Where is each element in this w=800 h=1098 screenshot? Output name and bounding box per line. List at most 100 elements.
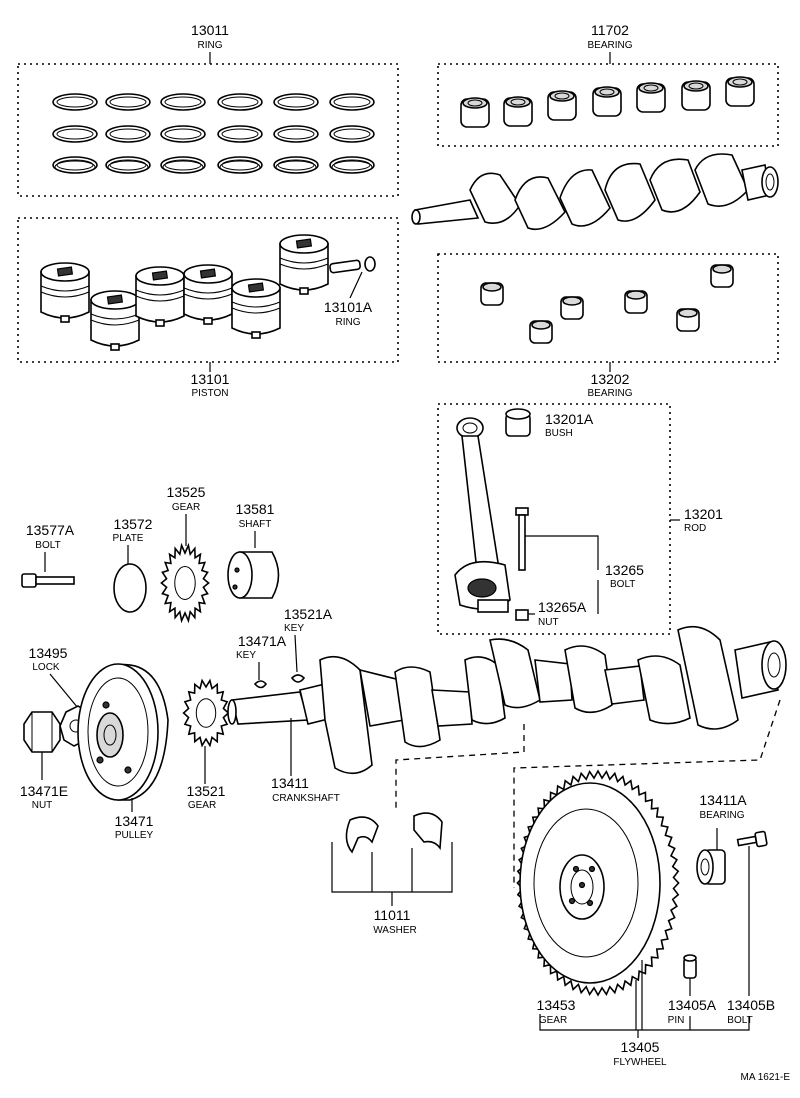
piston-ring — [273, 125, 319, 143]
pulley-number: 13471 — [115, 813, 154, 829]
rod-nut-name: NUT — [538, 617, 559, 628]
piston — [90, 290, 140, 351]
crankshaft-number: 13411 — [271, 775, 309, 791]
ring-gear-number: 13453 — [537, 997, 576, 1013]
washer-group: 11011 WASHER — [331, 812, 453, 936]
pulley-name: PULLEY — [115, 830, 154, 841]
main-bearing-shells — [460, 76, 755, 128]
piston-ring — [52, 156, 98, 174]
rod-bolt — [515, 507, 529, 571]
piston-ring — [160, 125, 206, 143]
bush-name: BUSH — [545, 428, 573, 439]
flywheel-bolt — [736, 830, 768, 848]
piston-pin-ring — [364, 256, 376, 272]
plate-name: PLATE — [113, 533, 144, 544]
washer-name: WASHER — [373, 925, 417, 936]
rod-bearing-shell — [676, 308, 700, 332]
piston-ring — [105, 156, 151, 174]
shaft-name: SHAFT — [239, 519, 272, 530]
piston-ring — [273, 156, 319, 174]
main-bearing-shell — [725, 76, 755, 107]
piston-ring — [217, 93, 263, 111]
key-13521a — [290, 674, 306, 683]
pin-number: 13405A — [668, 997, 717, 1013]
piston-ring — [105, 125, 151, 143]
pulley — [77, 663, 169, 801]
piston-ring — [160, 156, 206, 174]
piston-ring — [105, 93, 151, 111]
piston-ring — [217, 125, 263, 143]
rod-box — [437, 403, 671, 635]
main-bearing-shell — [681, 80, 711, 111]
rod-bearing-shells — [480, 264, 734, 344]
crank-gear-name: GEAR — [188, 800, 216, 811]
piston-group: 13101A RING 13101 PISTON — [17, 217, 399, 399]
key-13471a — [253, 680, 268, 689]
main-bearing-shell — [592, 86, 622, 117]
lock-name: LOCK — [32, 662, 60, 673]
key-13521a-name: KEY — [284, 623, 304, 634]
crankshaft-name: CRANKSHAFT — [272, 793, 340, 804]
front-parts: 13577A BOLT 13572 PLATE 13525 GEAR 13581… — [20, 484, 333, 841]
piston-ring — [273, 93, 319, 111]
piston-ring — [52, 125, 98, 143]
key-13471a-number: 13471A — [238, 633, 287, 649]
piston-pin-ring-name: RING — [336, 317, 361, 328]
figure-code: MA 1621-E — [741, 1072, 791, 1083]
rod-name: ROD — [684, 523, 706, 534]
crank-gear-number: 13521 — [187, 783, 226, 799]
bearing-main-name: BEARING — [587, 40, 632, 51]
ring-box — [17, 63, 399, 197]
bearing-rod-box — [437, 253, 779, 363]
ring-name: RING — [198, 40, 223, 51]
main-bearing-group: 11702 BEARING — [437, 22, 779, 147]
piston — [183, 264, 233, 325]
washer-number: 11011 — [374, 907, 411, 923]
flywheel-bolt-name: BOLT — [727, 1015, 752, 1026]
flywheel-bolt-number: 13405B — [727, 997, 775, 1013]
pin-name: PIN — [668, 1015, 685, 1026]
gear-13525 — [160, 542, 210, 624]
flywheel-name: FLYWHEEL — [613, 1057, 667, 1068]
pilot-bearing — [696, 849, 726, 885]
connecting-rod — [454, 417, 511, 613]
piston-box — [17, 217, 399, 363]
ring-number: 13011 — [191, 22, 229, 38]
pistons — [40, 234, 329, 351]
bearing-main-box — [437, 63, 779, 147]
piston-rings — [52, 93, 375, 174]
piston-ring — [329, 93, 375, 111]
piston-name: PISTON — [191, 388, 228, 399]
rod-nut — [515, 609, 529, 621]
nut-name: NUT — [32, 800, 53, 811]
piston-pin-ring-number: 13101A — [324, 299, 373, 315]
key-13471a-name: KEY — [236, 650, 256, 661]
ring-gear-name: GEAR — [539, 1015, 567, 1026]
flywheel-with-ring-gear — [516, 769, 680, 997]
bolt-number: 13577A — [26, 522, 75, 538]
piston — [135, 266, 185, 327]
thrust-washer-right — [413, 812, 443, 851]
plate-number: 13572 — [114, 516, 153, 532]
main-bearing-shell — [460, 97, 490, 128]
gear-13525-number: 13525 — [167, 484, 206, 500]
rod-number: 13201 — [684, 506, 723, 522]
piston-pin — [329, 259, 361, 274]
rod-bearing-shell — [624, 290, 648, 314]
bush-number: 13201A — [545, 411, 594, 427]
piston — [40, 262, 90, 323]
piston-ring — [160, 93, 206, 111]
plate — [113, 563, 147, 613]
washer-leader — [395, 724, 525, 808]
piston-ring — [217, 156, 263, 174]
shaft — [227, 551, 280, 599]
flywheel-number: 13405 — [621, 1039, 660, 1055]
bolt-13577a — [21, 573, 75, 588]
pilot-bearing-number: 13411A — [699, 792, 747, 808]
piston — [279, 234, 329, 295]
bearing-main-number: 11702 — [591, 22, 629, 38]
crankshaft-lower: 13411 CRANKSHAFT — [227, 625, 787, 804]
key-13521a-number: 13521A — [284, 606, 333, 622]
crank-gear-13521 — [182, 678, 230, 748]
